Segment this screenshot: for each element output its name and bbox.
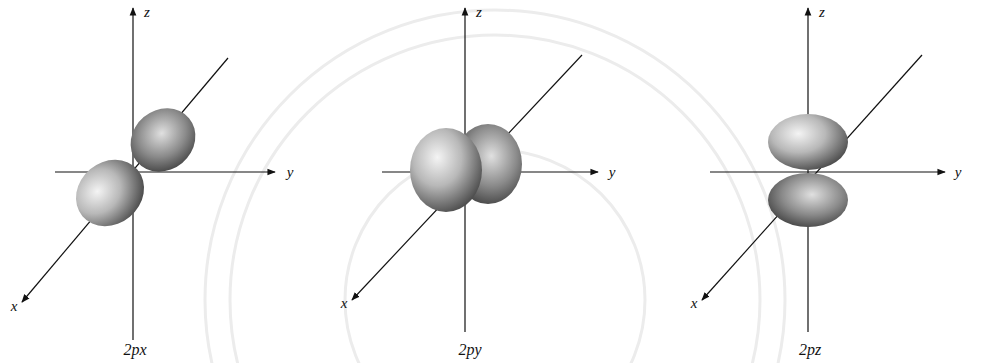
axis-label: z [476, 5, 482, 20]
axis-label: x [341, 296, 348, 311]
axis-label: y [287, 165, 294, 180]
watermark-seal [205, 10, 785, 363]
pz-orbital [768, 114, 848, 227]
axes-py [352, 8, 598, 332]
px-orbital [62, 95, 208, 240]
orbital-caption: 2pz [799, 342, 821, 358]
orbital-caption: 2py [458, 342, 481, 358]
axes-pz [702, 8, 945, 332]
axes-px [22, 8, 275, 340]
axis-label: x [691, 296, 698, 311]
axis-label: y [955, 165, 962, 180]
axis-label: z [819, 5, 825, 20]
axis-label: y [609, 165, 616, 180]
orbital-caption: 2px [123, 342, 146, 358]
axis-label: x [11, 299, 18, 314]
py-orbital [410, 124, 522, 212]
axis-label: z [144, 5, 150, 20]
